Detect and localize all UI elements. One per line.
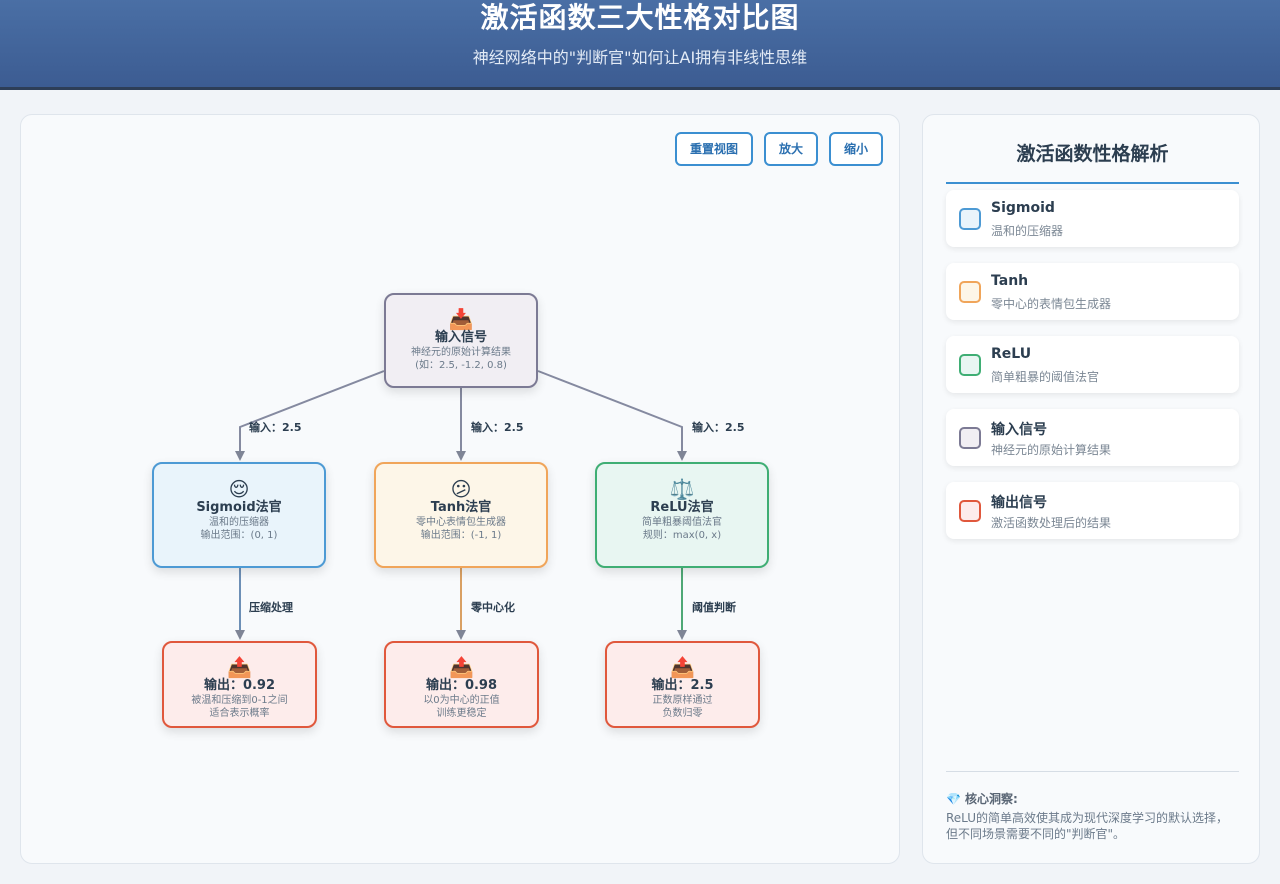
edge-label-process-1: 压缩处理 <box>249 601 293 614</box>
zoom-in-button[interactable]: 放大 <box>763 132 818 166</box>
legend-desc: 神经元的原始计算结果 <box>991 443 1112 457</box>
legend-swatch <box>959 354 981 376</box>
node-note: 负数归零 <box>662 708 703 719</box>
legend-name: Tanh <box>991 273 1029 289</box>
input-signal-node[interactable]: 📥 输入信号 神经元的原始计算结果 (如：2.5, -1.2, 0.8) <box>384 293 538 388</box>
node-rule: 规则：max(0, x) <box>642 530 722 541</box>
relu-output-node[interactable]: 📤 输出：2.5 正数原样通过 负数归零 <box>605 641 760 728</box>
node-title: Tanh法官 <box>430 500 492 515</box>
outbox-tray-icon: 📤 <box>670 655 695 679</box>
legend-desc: 温和的压缩器 <box>991 224 1064 238</box>
legend-title: 激活函数性格解析 <box>946 139 1239 184</box>
legend-swatch <box>959 427 981 449</box>
legend-desc: 激活函数处理后的结果 <box>991 516 1112 530</box>
legend-swatch <box>959 500 981 522</box>
edge-label-input-3: 输入：2.5 <box>692 421 745 434</box>
node-desc: 被温和压缩到0-1之间 <box>191 695 288 706</box>
legend-item-relu[interactable]: ReLU 简单粗暴的阈值法官 <box>946 336 1239 393</box>
legend-name: 输出信号 <box>991 495 1047 511</box>
legend-item-sigmoid[interactable]: Sigmoid 温和的压缩器 <box>946 190 1239 247</box>
node-title: 输出：2.5 <box>651 678 714 693</box>
tanh-judge-node[interactable]: 😕 Tanh法官 零中心表情包生成器 输出范围：(-1, 1) <box>374 462 548 568</box>
edge-label-input-2: 输入：2.5 <box>471 421 524 434</box>
diagram-canvas[interactable]: 重置视图 放大 缩小 输入：2.5 输入：2.5 输入：2.5 压缩处理 零中心… <box>20 114 900 864</box>
page-subtitle: 神经网络中的"判断官"如何让AI拥有非线性思维 <box>472 48 808 67</box>
legend-name: ReLU <box>991 346 1032 362</box>
node-desc: 神经元的原始计算结果 <box>411 347 511 358</box>
edge-label-process-3: 阈值判断 <box>692 601 736 614</box>
node-range: 输出范围：(0, 1) <box>200 530 278 541</box>
node-note: 训练更稳定 <box>436 708 487 719</box>
legend-swatch <box>959 208 981 230</box>
node-title: 输入信号 <box>434 330 487 345</box>
page-header: 激活函数三大性格对比图 神经网络中的"判断官"如何让AI拥有非线性思维 <box>0 0 1280 90</box>
insight-text: ReLU的简单高效使其成为现代深度学习的默认选择，但不同场景需要不同的"判断官"… <box>946 811 1229 841</box>
node-desc: 零中心表情包生成器 <box>416 517 506 528</box>
reset-view-button[interactable]: 重置视图 <box>674 132 753 166</box>
node-title: 输出：0.98 <box>425 678 498 693</box>
edge-input-sigmoid <box>235 370 385 461</box>
node-desc: 简单粗暴阈值法官 <box>642 517 722 528</box>
legend-item-input[interactable]: 输入信号 神经元的原始计算结果 <box>946 409 1239 466</box>
legend-item-output[interactable]: 输出信号 激活函数处理后的结果 <box>946 482 1239 539</box>
insight-box: 💎核心洞察: ReLU的简单高效使其成为现代深度学习的默认选择，但不同场景需要不… <box>946 771 1239 842</box>
legend-name: Sigmoid <box>991 200 1055 216</box>
sigmoid-judge-node[interactable]: 😌 Sigmoid法官 温和的压缩器 输出范围：(0, 1) <box>152 462 326 568</box>
edge-label-input-1: 输入：2.5 <box>249 421 302 434</box>
tanh-output-node[interactable]: 📤 输出：0.98 以0为中心的正值 训练更稳定 <box>384 641 539 728</box>
legend-item-tanh[interactable]: Tanh 零中心的表情包生成器 <box>946 263 1239 320</box>
node-range: 输出范围：(-1, 1) <box>420 530 502 541</box>
node-desc: 正数原样通过 <box>652 695 713 706</box>
node-title: ReLU法官 <box>650 500 714 515</box>
legend-panel: 激活函数性格解析 Sigmoid 温和的压缩器 Tanh 零中心的表情包生成器 … <box>922 114 1260 864</box>
legend-desc: 简单粗暴的阈值法官 <box>991 370 1100 384</box>
diagram-edges <box>235 370 687 640</box>
node-note: 适合表示概率 <box>209 708 270 719</box>
relieved-face-icon: 😌 <box>228 477 250 501</box>
sigmoid-output-node[interactable]: 📤 输出：0.92 被温和压缩到0-1之间 适合表示概率 <box>162 641 317 728</box>
edge-label-process-2: 零中心化 <box>471 601 515 614</box>
confused-face-icon: 😕 <box>450 477 472 501</box>
outbox-tray-icon: 📤 <box>449 655 474 679</box>
edge-input-relu <box>537 370 687 461</box>
page-title: 激活函数三大性格对比图 <box>480 1 800 34</box>
legend-swatch <box>959 281 981 303</box>
relu-judge-node[interactable]: ⚖️ ReLU法官 简单粗暴阈值法官 规则：max(0, x) <box>595 462 769 568</box>
node-title: Sigmoid法官 <box>196 500 282 515</box>
zoom-out-button[interactable]: 缩小 <box>828 132 883 166</box>
node-example: (如：2.5, -1.2, 0.8) <box>415 360 507 371</box>
balance-scale-icon: ⚖️ <box>669 477 695 501</box>
node-desc: 温和的压缩器 <box>209 517 269 528</box>
legend-desc: 零中心的表情包生成器 <box>991 297 1112 311</box>
view-controls: 重置视图 放大 缩小 <box>674 132 883 166</box>
node-desc: 以0为中心的正值 <box>423 695 500 706</box>
outbox-tray-icon: 📤 <box>227 655 252 679</box>
insight-heading: 核心洞察: <box>964 792 1018 806</box>
inbox-tray-icon: 📥 <box>448 307 474 331</box>
node-title: 输出：0.92 <box>203 678 276 693</box>
legend-name: 输入信号 <box>991 422 1047 438</box>
gem-icon: 💎 <box>946 792 961 806</box>
